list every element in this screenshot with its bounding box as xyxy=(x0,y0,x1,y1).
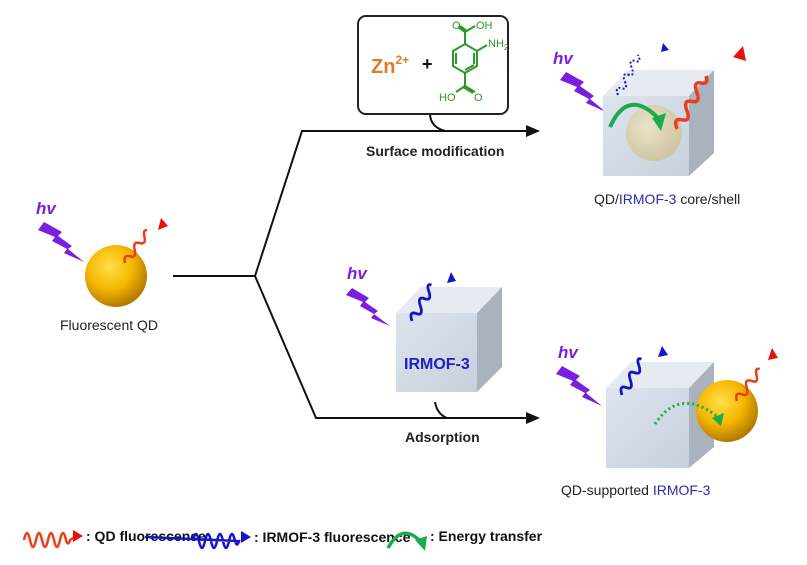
energy-transfer-arrowhead xyxy=(712,413,724,426)
quantum-dot-sphere xyxy=(85,245,147,307)
amine-label: NH2 xyxy=(488,38,509,52)
surface-modification-label: Surface modification xyxy=(366,143,504,159)
qd-fluorescence-arrowhead xyxy=(733,46,746,61)
qd-fluorescence-arrowhead xyxy=(158,218,168,230)
quantum-dot-sphere xyxy=(696,380,758,442)
qd-fluorescence-wave xyxy=(123,228,148,264)
adsorption-connector xyxy=(434,401,448,419)
core-shell-product: hv QD/IRMOF-3 core/shell xyxy=(553,43,746,207)
legend-item-irmof3-fluorescence: : IRMOF-3 fluorescence xyxy=(144,529,411,550)
irmof3-intermediate: hv IRMOF-3 xyxy=(346,264,502,392)
plus-sign: + xyxy=(422,54,433,74)
reagent-box: Zn2+ + OH O NH2 HO O xyxy=(357,15,509,115)
branch-lines xyxy=(173,112,540,424)
lower-branch-line xyxy=(254,275,540,424)
mof-fluorescence-arrowhead xyxy=(447,272,456,283)
blue-arrowhead xyxy=(241,531,251,543)
qd-supported-hv-label: hv xyxy=(558,343,579,362)
mof-fluorescence-wave xyxy=(619,357,642,396)
qd-supported-label: QD-supported IRMOF-3 xyxy=(561,482,711,498)
cube-front-face xyxy=(606,388,689,468)
upper-branch-line xyxy=(254,125,540,277)
cube-front-face xyxy=(396,313,477,392)
qd-supported-product: hv QD-supported IRMOF-3 xyxy=(556,343,778,498)
cube-side-face xyxy=(477,287,502,392)
legend-label-energy-transfer: : Energy transfer xyxy=(430,528,543,544)
core-shell-label: QD/IRMOF-3 core/shell xyxy=(594,191,740,207)
irmof3-label: IRMOF-3 xyxy=(404,356,470,373)
start-hv-label: hv xyxy=(36,199,57,218)
lightning-icon xyxy=(38,222,84,262)
zinc-ion-label: Zn2+ xyxy=(371,53,409,78)
adsorption-label: Adsorption xyxy=(405,429,480,445)
reagent-connector xyxy=(429,112,446,132)
cube-top-face xyxy=(606,362,714,388)
legend-label-irmof3-fluorescence: : IRMOF-3 fluorescence xyxy=(254,529,411,545)
lightning-icon xyxy=(560,72,606,112)
qd-fluorescence-wave xyxy=(735,367,760,402)
start-qd-group: hv Fluorescent QD xyxy=(36,199,168,333)
pale-qd-core xyxy=(626,105,682,161)
quenched-arrowhead xyxy=(661,43,669,52)
qd-fluorescence-arrowhead xyxy=(768,348,778,360)
green-arrowhead xyxy=(415,536,427,551)
acid-ho-bottom: HO xyxy=(439,92,456,104)
cube-top-face xyxy=(603,70,714,96)
start-label: Fluorescent QD xyxy=(60,317,158,333)
red-wave-arrow-icon xyxy=(22,531,77,549)
amino-terephthalic-acid-structure xyxy=(452,25,488,94)
legend-item-energy-transfer: : Energy transfer xyxy=(386,528,543,551)
mof-fluorescence-arrowhead xyxy=(658,346,668,357)
dotted-energy-transfer-arrow xyxy=(653,402,720,425)
lightning-icon xyxy=(346,288,390,326)
acid-o-bottom: O xyxy=(474,92,483,104)
energy-transfer-arrowhead xyxy=(652,113,666,131)
red-arrowhead xyxy=(73,530,83,542)
cube-top-face xyxy=(396,287,502,313)
acid-o-top: O xyxy=(452,20,461,32)
quenched-mof-fluorescence-wave xyxy=(615,54,641,96)
energy-transfer-arrow xyxy=(608,102,661,128)
acid-oh-top: OH xyxy=(476,20,493,32)
blue-wave-arrow-icon xyxy=(144,532,241,550)
cube-side-face xyxy=(689,70,714,176)
mof-fluorescence-wave xyxy=(409,283,432,322)
core-shell-hv-label: hv xyxy=(553,49,574,68)
irmof3-hv-label: hv xyxy=(347,264,368,283)
legend: : QD fluorescence : IRMOF-3 fluorescence… xyxy=(22,528,543,551)
lightning-icon xyxy=(556,366,602,406)
qd-fluorescence-wave xyxy=(673,75,709,130)
